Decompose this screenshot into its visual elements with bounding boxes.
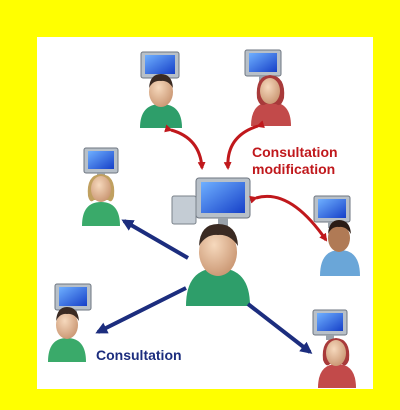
user-left-middle-icon xyxy=(82,147,120,226)
consultation-arrow-bottom-left xyxy=(95,286,187,334)
modification-label-line1: Consultation xyxy=(252,144,338,160)
computer-icon xyxy=(140,51,180,84)
consultation-label: Consultation xyxy=(96,347,182,363)
user-bottom-left-icon xyxy=(48,283,92,362)
modification-arrow-top-center xyxy=(164,124,206,170)
modification-arrows xyxy=(164,120,328,242)
user-right-middle-icon xyxy=(313,195,360,276)
modification-arrow-top-right xyxy=(223,120,265,170)
modification-arrow-right xyxy=(249,194,328,242)
computer-icon xyxy=(312,309,348,340)
modification-label: Consultation modification xyxy=(252,144,338,178)
user-top-center-icon xyxy=(140,51,182,128)
modification-label-line2: modification xyxy=(252,161,336,177)
user-bottom-right-icon xyxy=(312,309,356,388)
consultation-arrow-left-middle xyxy=(121,219,190,260)
computer-icon xyxy=(83,147,119,178)
user-center-icon xyxy=(171,177,251,306)
consultation-arrow-bottom-right xyxy=(246,302,313,354)
consultation-arrows xyxy=(95,219,313,354)
computer-icon xyxy=(171,177,251,226)
user-top-right-icon xyxy=(244,49,291,126)
